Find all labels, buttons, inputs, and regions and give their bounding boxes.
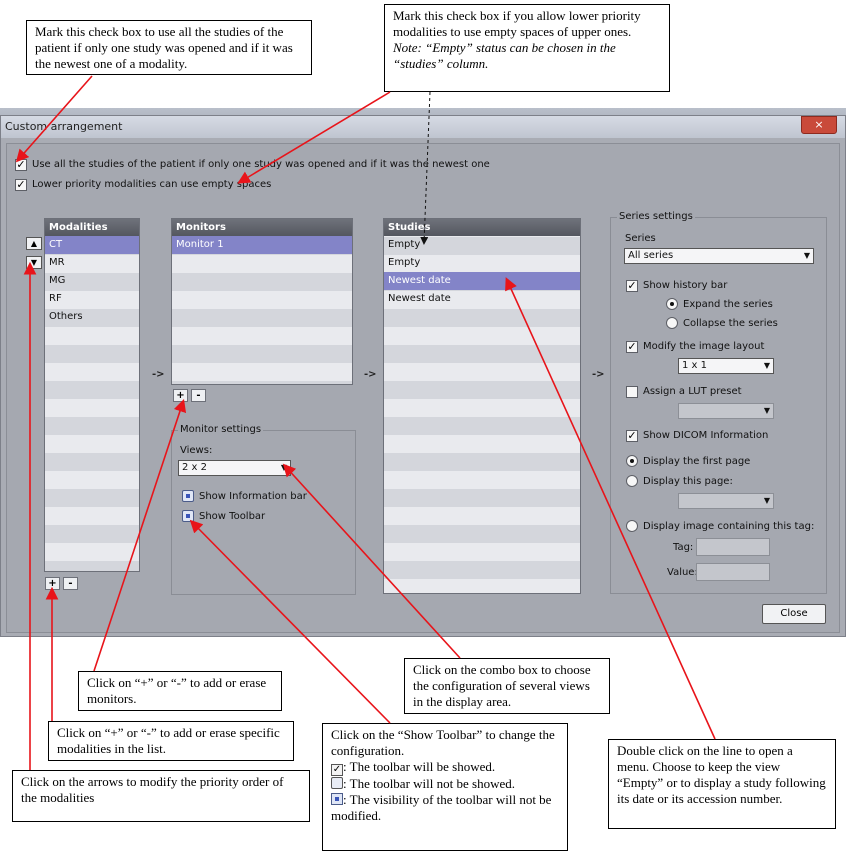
value-label: Value: [667, 567, 698, 578]
unchecked-icon [331, 777, 343, 789]
list-item[interactable]: RF [49, 293, 62, 304]
down-arrow-icon: ▼ [30, 258, 38, 267]
chevron-down-icon: ▼ [763, 361, 770, 370]
collapse-series-label: Collapse the series [683, 318, 778, 329]
display-first-page-label: Display the first page [643, 456, 751, 467]
callout-lower-priority-note: Note: “Empty” status can be chosen in th… [393, 40, 616, 71]
show-history-bar-label: Show history bar [643, 280, 728, 291]
monitors-list[interactable]: Monitors Monitor 1 [171, 218, 353, 385]
close-button[interactable]: Close [762, 604, 826, 624]
chevron-down-icon: ▼ [280, 463, 287, 472]
list-item[interactable]: Empty [388, 239, 421, 250]
move-up-button[interactable]: ▲ [26, 237, 42, 250]
chevron-down-icon: ▼ [803, 251, 810, 260]
list-item[interactable]: Newest date [388, 293, 451, 304]
callout-show-toolbar: Click on the “Show Toolbar” to change th… [322, 723, 568, 851]
list-item[interactable]: Monitor 1 [172, 236, 352, 254]
modalities-header: Modalities [45, 219, 139, 236]
layout-combo[interactable]: 1 x 1 ▼ [678, 358, 774, 374]
list-item[interactable]: MR [49, 257, 65, 268]
remove-monitor-button[interactable]: - [191, 389, 206, 402]
arrow-separator: -> [364, 369, 377, 380]
remove-modality-button[interactable]: - [63, 577, 78, 590]
show-toolbar-checkbox[interactable] [182, 510, 194, 522]
assign-lut-checkbox[interactable] [626, 386, 638, 398]
callout-arrows: Click on the arrows to modify the priori… [12, 770, 310, 822]
dialog-body: ✓ Use all the studies of the patient if … [6, 143, 840, 633]
collapse-series-radio[interactable] [666, 317, 678, 329]
display-this-page-radio[interactable] [626, 475, 638, 487]
window-close-button[interactable]: × [801, 116, 837, 134]
studies-header: Studies [384, 219, 580, 236]
show-info-bar-label: Show Information bar [199, 491, 307, 502]
display-tag-label: Display image containing this tag: [643, 521, 815, 532]
show-toolbar-label: Show Toolbar [199, 511, 266, 522]
list-item[interactable]: Others [49, 311, 83, 322]
views-value: 2 x 2 [182, 462, 207, 473]
show-dicom-checkbox[interactable]: ✓ [626, 429, 638, 442]
callout-toolbar-intro: Click on the “Show Toolbar” to change th… [331, 727, 555, 758]
indeterminate-icon [331, 793, 343, 805]
show-history-bar-checkbox[interactable]: ✓ [626, 279, 638, 292]
modify-layout-label: Modify the image layout [643, 341, 765, 352]
list-item[interactable]: MG [49, 275, 66, 286]
callout-add-monitors: Click on “+” or “-” to add or erase moni… [78, 671, 282, 711]
list-item[interactable]: CT [45, 236, 139, 254]
views-label: Views: [180, 445, 213, 456]
tag-label: Tag: [673, 542, 694, 553]
use-all-studies-checkbox[interactable]: ✓ [15, 158, 27, 171]
callout-add-modalities: Click on “+” or “-” to add or erase spec… [48, 721, 294, 761]
show-dicom-label: Show DICOM Information [643, 430, 769, 441]
callout-toolbar-unmodified: : The visibility of the toolbar will not… [331, 792, 552, 823]
list-item[interactable]: Empty [388, 257, 421, 268]
expand-series-radio[interactable] [666, 298, 678, 310]
chevron-down-icon: ▼ [763, 496, 770, 505]
series-settings-group: Series settings Series All series ▼ ✓ Sh… [610, 211, 827, 594]
monitor-settings-group: Monitor settings Views: 2 x 2 ▼ Show Inf… [171, 424, 356, 595]
dialog-titlebar: Custom arrangement × [1, 116, 845, 138]
dialog-title: Custom arrangement [5, 120, 123, 133]
callout-use-all-studies: Mark this check box to use all the studi… [26, 20, 312, 75]
series-combo[interactable]: All series ▼ [624, 248, 814, 264]
modify-layout-checkbox[interactable]: ✓ [626, 340, 638, 353]
display-tag-radio[interactable] [626, 520, 638, 532]
tag-input[interactable] [696, 538, 770, 556]
value-input[interactable] [696, 563, 770, 581]
series-label: Series [625, 233, 656, 244]
move-down-button[interactable]: ▼ [26, 256, 42, 269]
lower-priority-checkbox[interactable]: ✓ [15, 178, 27, 191]
callout-lower-priority: Mark this check box if you allow lower p… [384, 4, 670, 92]
page-combo[interactable]: ▼ [678, 493, 774, 509]
display-this-page-label: Display this page: [643, 476, 733, 487]
monitor-settings-title: Monitor settings [178, 424, 264, 435]
show-info-bar-checkbox[interactable] [182, 490, 194, 502]
lower-priority-label: Lower priority modalities can use empty … [32, 179, 272, 190]
series-value: All series [628, 250, 674, 261]
studies-list[interactable]: Studies Empty Empty Newest date Newest d… [383, 218, 581, 594]
custom-arrangement-dialog: Custom arrangement × ✓ Use all the studi… [0, 115, 846, 637]
display-first-page-radio[interactable] [626, 455, 638, 467]
expand-series-label: Expand the series [683, 299, 773, 310]
add-monitor-button[interactable]: + [173, 389, 188, 402]
up-arrow-icon: ▲ [30, 239, 38, 248]
assign-lut-label: Assign a LUT preset [643, 386, 742, 397]
callout-combo-box: Click on the combo box to choose the con… [404, 658, 610, 714]
add-modality-button[interactable]: + [45, 577, 60, 590]
arrow-separator: -> [152, 369, 165, 380]
callout-lower-priority-text: Mark this check box if you allow lower p… [393, 8, 641, 39]
list-item[interactable]: Newest date [384, 272, 580, 290]
callout-toolbar-not-showed: : The toolbar will not be showed. [343, 776, 515, 791]
views-combo[interactable]: 2 x 2 ▼ [178, 460, 291, 476]
chevron-down-icon: ▼ [763, 406, 770, 415]
monitors-header: Monitors [172, 219, 352, 236]
series-settings-title: Series settings [617, 211, 695, 222]
lut-combo[interactable]: ▼ [678, 403, 774, 419]
layout-value: 1 x 1 [682, 360, 707, 371]
callout-double-click: Double click on the line to open a menu.… [608, 739, 836, 829]
checked-icon: ✓ [331, 764, 343, 776]
arrow-separator: -> [592, 369, 605, 380]
modalities-list[interactable]: Modalities CT MR MG RF Others [44, 218, 140, 572]
callout-toolbar-showed: : The toolbar will be showed. [343, 759, 496, 774]
use-all-studies-label: Use all the studies of the patient if on… [32, 159, 490, 170]
